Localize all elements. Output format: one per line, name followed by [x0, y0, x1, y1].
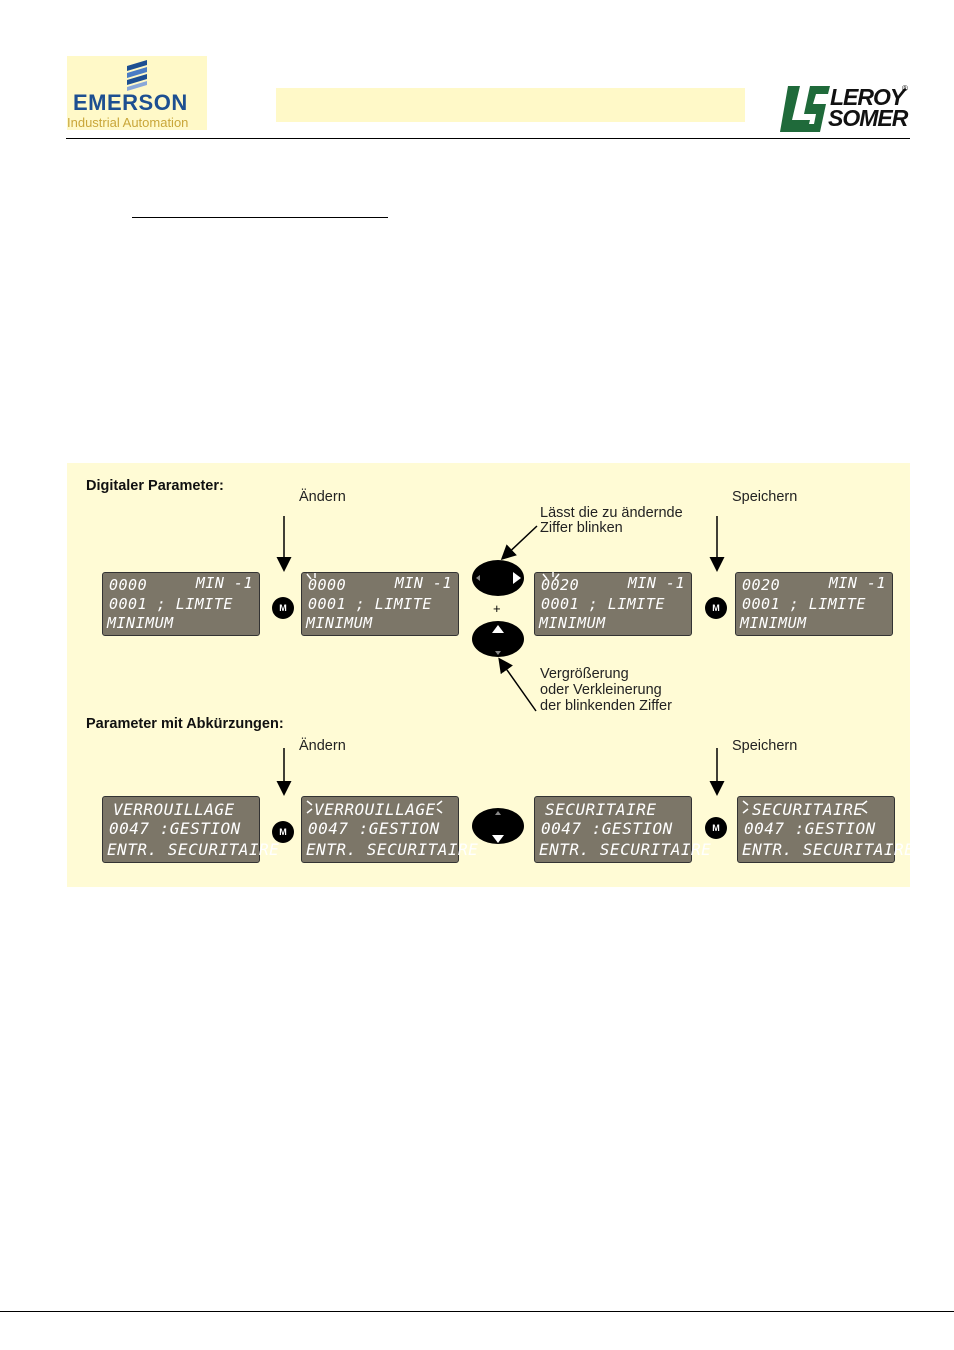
lcd-line: MIN -1 — [394, 574, 452, 592]
label-change-top: Ändern — [299, 489, 346, 505]
note-increase-line3: der blinkenden Ziffer — [540, 698, 672, 714]
emerson-logo: EMERSON Industrial Automation — [67, 56, 207, 130]
emerson-brand-text: EMERSON — [73, 90, 188, 115]
arrow-to-left-right-keys — [500, 525, 538, 561]
note-increase-line1: Vergrößerung — [540, 666, 629, 682]
header-rule — [66, 138, 910, 139]
arrow-up-glyph-row2 — [495, 811, 501, 815]
lcd-line: 0001 ; LIMITE — [541, 595, 665, 613]
lcd-line: 0000 — [308, 576, 347, 594]
lcd-line: 0001 ; LIMITE — [109, 595, 233, 613]
label-save-top: Speichern — [732, 489, 798, 505]
lcd-line: 0047 :GESTION — [744, 819, 876, 838]
lcd-line: MIN -1 — [627, 574, 685, 592]
blink-marks — [306, 572, 868, 814]
note-blink-line1: Lässt die zu ändernde — [540, 505, 683, 521]
footer-rule — [0, 1311, 954, 1312]
lcd-display-r2-1: VERROUILLAGE 0047 :GESTION ENTR. SECURIT… — [102, 796, 279, 863]
lcd-line: 0020 — [541, 576, 580, 594]
keypad-figure: Digitaler Parameter: Ändern Speichern Lä… — [67, 463, 914, 887]
section-heading-underline — [132, 217, 388, 218]
label-change-bottom: Ändern — [299, 738, 346, 754]
lcd-line: 0047 :GESTION — [109, 819, 241, 838]
lcd-line: MIN -1 — [195, 574, 253, 592]
header-title-bar — [276, 88, 745, 122]
arrow-right-glyph — [513, 572, 521, 584]
registered-mark: ® — [902, 84, 908, 93]
figure-arrows — [276, 516, 868, 843]
mode-key-r1-1: M — [272, 597, 294, 619]
arrow-left-glyph — [476, 575, 480, 581]
lcd-line: ENTR. SECURITAIRE — [742, 840, 915, 859]
lcd-line: MINIMUM — [740, 614, 807, 632]
emerson-subtitle: Industrial Automation — [67, 115, 189, 130]
plus-sign: + — [493, 601, 501, 616]
ls-emblem-icon — [780, 86, 830, 132]
arrow-up-glyph — [492, 625, 504, 633]
lcd-line: ENTR. SECURITAIRE — [306, 840, 479, 859]
lcd-display-r1-1: 0000 MIN -1 0001 ; LIMITE MINIMUM — [102, 572, 260, 636]
somer-word: SOMER — [828, 105, 908, 131]
lcd-display-r2-3: SECURITAIRE 0047 :GESTION ENTR. SECURITA… — [534, 796, 711, 863]
heading-abbreviated-parameter: Parameter mit Abkürzungen: — [86, 716, 284, 732]
arrow-down-glyph — [495, 651, 501, 655]
arrow-to-up-down-keys — [498, 657, 537, 712]
lcd-line: 0001 ; LIMITE — [742, 595, 866, 613]
leroy-somer-logo: LEROY SOMER ® — [780, 84, 912, 132]
lcd-line: SECURITAIRE — [545, 800, 657, 819]
lcd-line: ENTR. SECURITAIRE — [107, 840, 280, 859]
lcd-line: ENTR. SECURITAIRE — [539, 840, 712, 859]
mode-key-r1-2: M — [705, 597, 727, 619]
lcd-display-r1-4: 0020 MIN -1 0001 ; LIMITE MINIMUM — [735, 572, 893, 636]
lcd-line: MINIMUM — [539, 614, 606, 632]
leroy-word: LEROY — [830, 84, 905, 110]
lcd-line: 0047 :GESTION — [308, 819, 440, 838]
lcd-line: 0001 ; LIMITE — [308, 595, 432, 613]
lcd-line: 0020 — [742, 576, 781, 594]
lcd-line: MIN -1 — [828, 574, 886, 592]
note-blink-line2: Ziffer blinken — [540, 520, 623, 536]
lcd-display-r2-2: VERROUILLAGE 0047 :GESTION ENTR. SECURIT… — [301, 796, 478, 863]
lcd-display-r1-2: 0000 MIN -1 0001 ; LIMITE MINIMUM — [301, 572, 459, 636]
heading-digital-parameter: Digitaler Parameter: — [86, 478, 224, 494]
emerson-emblem-icon — [127, 60, 147, 91]
lcd-line: SECURITAIRE — [752, 800, 864, 819]
label-save-bottom: Speichern — [732, 738, 798, 754]
note-increase-line2: oder Verkleinerung — [540, 682, 662, 698]
lcd-line: VERROUILLAGE — [113, 800, 235, 819]
lcd-line: 0047 :GESTION — [541, 819, 673, 838]
arrow-down-glyph-row2 — [492, 835, 504, 843]
lcd-line: 0000 — [109, 576, 148, 594]
lcd-display-r2-4: SECURITAIRE 0047 :GESTION ENTR. SECURITA… — [737, 796, 914, 863]
mode-key-r2-1: M — [272, 821, 294, 843]
lcd-display-r1-3: 0020 MIN -1 0001 ; LIMITE MINIMUM — [534, 572, 692, 636]
lcd-line: MINIMUM — [107, 614, 174, 632]
mode-key-r2-2: M — [705, 817, 727, 839]
lcd-line: MINIMUM — [306, 614, 373, 632]
lcd-line: VERROUILLAGE — [314, 800, 436, 819]
